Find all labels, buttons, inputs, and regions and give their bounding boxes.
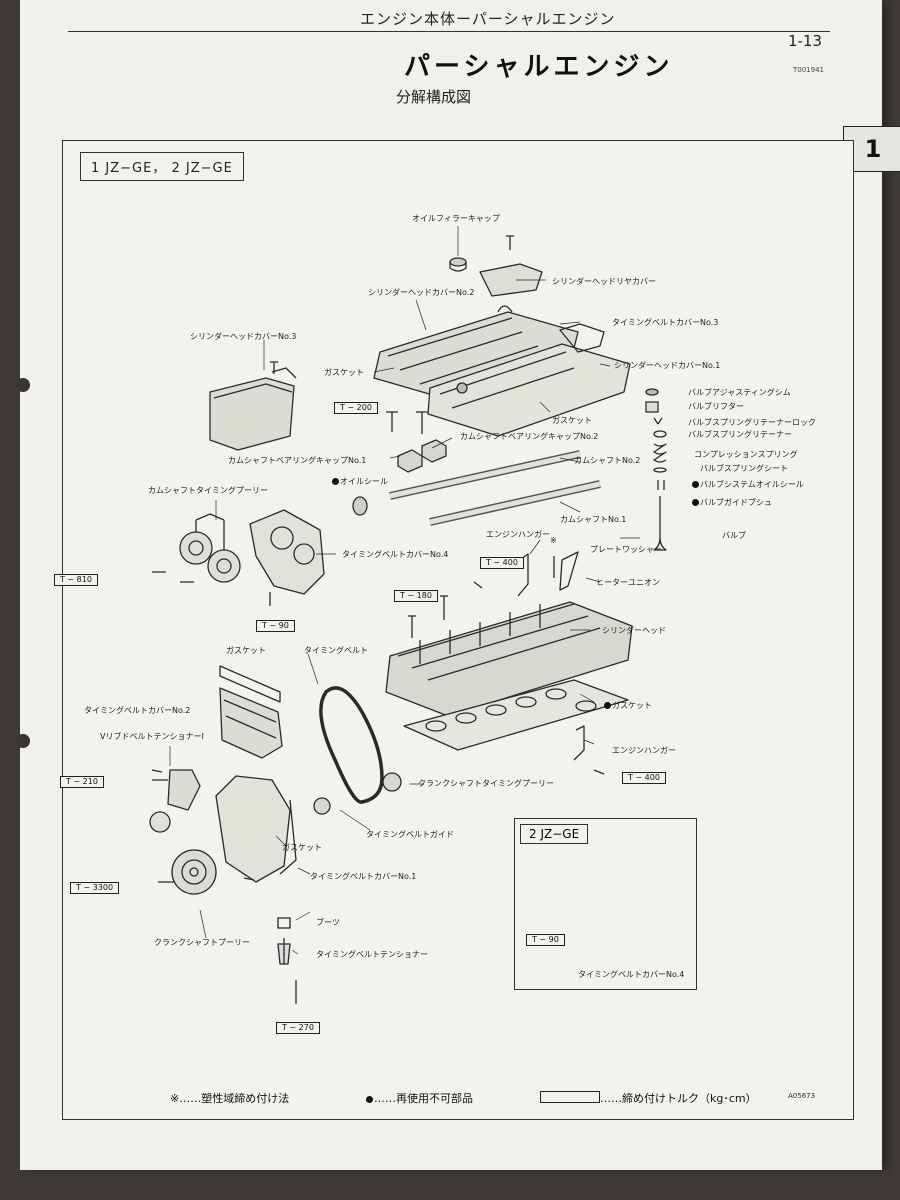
document-code: T001941 [793,66,824,74]
part-label: バルブ [722,531,746,540]
part-label: カムシャフトタイミングプーリー [148,486,268,495]
part-label: タイミングベルトガイド [366,830,454,839]
part-label: ブーツ [316,918,340,927]
part-label: タイミングベルト [304,646,368,655]
torque-spec: T − 90 [526,934,565,946]
part-label: タイミングベルトカバーNo.1 [310,872,417,881]
page-number: 1-13 [787,32,822,50]
part-label: カムシャフトNo.2 [574,456,641,465]
part-label: バルブスプリングリテーナー [688,430,792,439]
non-reusable-icon [332,478,339,485]
part-label: タイミングベルトカバーNo.3 [612,318,719,327]
torque-spec: T − 810 [54,574,98,586]
part-label: クランクシャフトタイミングプーリー [418,779,554,788]
header-rule [68,31,830,32]
part-label: シリンダーヘッドカバーNo.2 [368,288,475,297]
part-label: VリブドベルトテンショナーI [100,732,204,741]
part-label-non-reusable: オイルシール [332,477,388,487]
part-label: タイミングベルトカバーNo.4 [578,970,685,979]
section-header: エンジン本体ーパーシャルエンジン [360,10,616,28]
part-label: タイミングベルトカバーNo.2 [84,706,191,715]
sub-diagram-model: 2 JZ−GE [520,824,589,844]
part-label: タイミングベルトテンショナー [316,950,428,959]
torque-box-icon [540,1091,600,1103]
part-label: プレートワッシャー [590,545,662,554]
part-label: ヒーターユニオン [596,578,660,587]
binder-hole [16,378,30,392]
torque-spec: T − 400 [480,557,524,569]
torque-spec: T − 210 [60,776,104,788]
part-label: クランクシャフトプーリー [154,938,250,947]
part-label: タイミングベルトカバーNo.4 [342,550,449,559]
diagram-frame [62,140,854,1120]
torque-spec: T − 200 [334,402,378,414]
part-label: カムシャフトNo.1 [560,515,627,524]
page-subtitle: 分解構成図 [396,88,472,106]
torque-spec: T − 400 [622,772,666,784]
non-reusable-icon [692,499,699,506]
part-label-non-reusable: ガスケット [604,701,652,711]
part-label: オイルフィラーキャップ [412,214,500,223]
part-label: シリンダーヘッドリヤカバー [552,277,656,286]
part-label: シリンダーヘッドカバーNo.1 [614,361,721,370]
part-label: カムシャフトベアリングキャップNo.2 [460,432,599,441]
part-label: バルブスプリングリテーナーロック [688,418,816,427]
part-label: コンプレッションスプリング [694,450,798,459]
legend-non-reusable: ……再使用不可部品 [366,1090,473,1106]
part-label: ガスケット [226,646,266,655]
plastic-region-mark: ※ [550,536,557,545]
part-label: シリンダーヘッドカバーNo.3 [190,332,297,341]
part-label: シリンダーヘッド [602,626,666,635]
part-label: エンジンハンガー [612,746,676,755]
binder-hole [16,734,30,748]
sub-diagram-frame [514,818,697,990]
part-label: バルブアジャスティングシム [688,388,791,397]
manual-page: エンジン本体ーパーシャルエンジン 1-13 T001941 パーシャルエンジン … [16,0,900,1170]
torque-spec: T − 3300 [70,882,120,894]
torque-spec: T − 90 [256,620,295,632]
page-title: パーシャルエンジン [404,52,674,82]
part-label: バルブリフター [688,402,744,411]
non-reusable-icon [692,481,699,488]
part-label: ガスケット [324,368,364,377]
non-reusable-icon [366,1096,373,1103]
non-reusable-icon [604,702,611,709]
torque-spec: T − 270 [276,1022,320,1034]
legend-torque: ……締め付けトルク（kg･cm） [540,1090,757,1106]
part-label: ガスケット [282,843,322,852]
part-label: バルブスプリングシート [700,464,788,473]
part-label-non-reusable: バルブシステムオイルシール [692,480,804,490]
part-label: エンジンハンガー [486,530,550,539]
part-label: カムシャフトベアリングキャップNo.1 [228,456,367,465]
legend-plastic-region: ※……塑性域締め付け法 [170,1092,290,1105]
exploded-view-drawing [149,226,675,1004]
part-label: ガスケット [552,416,592,425]
part-label-non-reusable: バルブガイドブシュ [692,498,772,508]
torque-spec: T − 180 [394,590,438,602]
engine-models: 1 JZ−GE， 2 JZ−GE [80,152,244,181]
figure-id: A05673 [788,1092,816,1100]
